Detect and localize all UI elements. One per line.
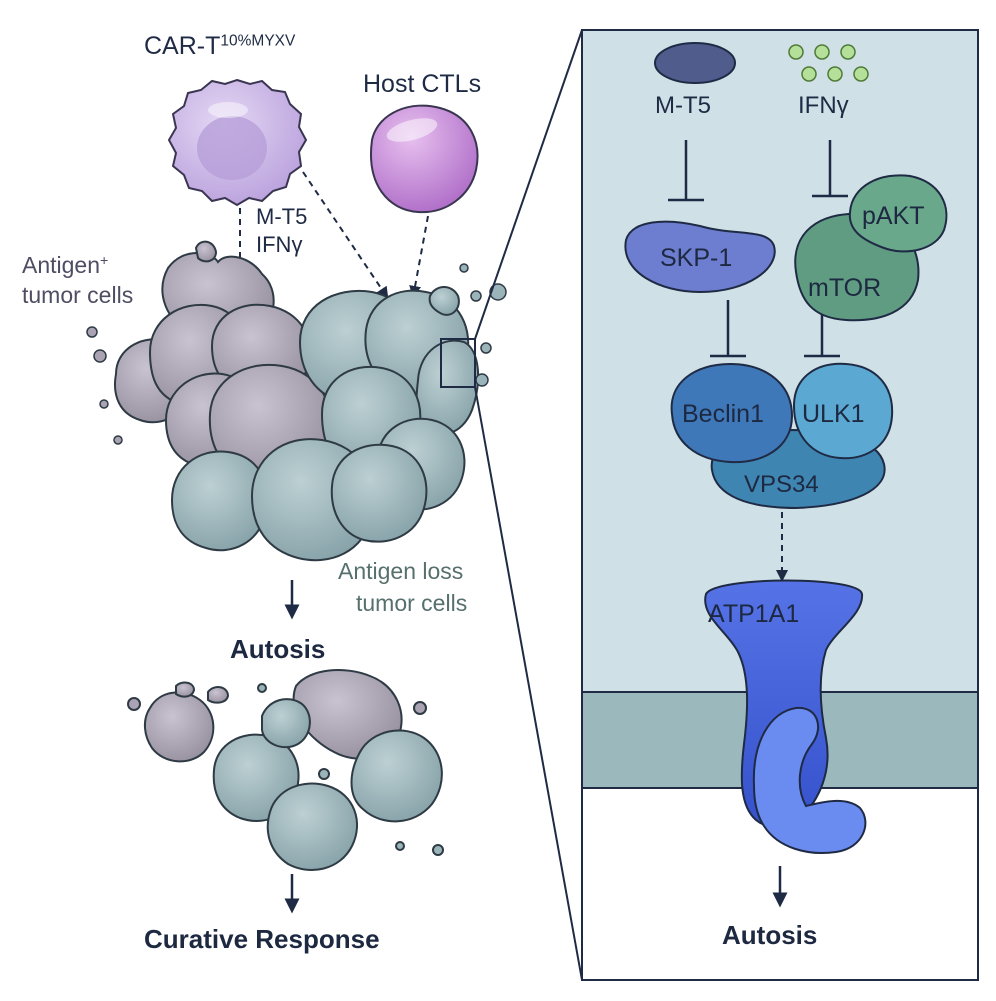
cart-superscript: 10%MYXV xyxy=(220,32,296,50)
ifng-molecules xyxy=(788,44,869,82)
autophagy-complex xyxy=(670,362,894,510)
mtor-pakt-complex xyxy=(794,174,948,322)
host-ctl-label: Host CTLs xyxy=(363,70,482,98)
secreted-mt5-label: M-T5 xyxy=(256,204,308,229)
secreted-ifng-label: IFNγ xyxy=(256,232,303,257)
mt5-protein xyxy=(654,42,736,84)
ulk1-label: ULK1 xyxy=(802,400,865,428)
beclin1-label: Beclin1 xyxy=(682,400,764,428)
tumor-cell-cluster xyxy=(114,240,480,562)
curative-response-label: Curative Response xyxy=(144,924,380,954)
mt5-label: M-T5 xyxy=(655,92,711,119)
skp1-protein xyxy=(624,220,776,294)
dying-cells xyxy=(127,669,444,871)
mtor-label: mTOR xyxy=(808,274,882,302)
antigen-loss-label-line2: tumor cells xyxy=(356,590,468,616)
vps34-label: VPS34 xyxy=(744,471,819,498)
antigen-loss-label: Antigen loss xyxy=(338,558,464,584)
antigen-positive-label: Antigen+ xyxy=(22,252,109,278)
pakt-label: pAKT xyxy=(862,202,925,230)
host-ctl-cell xyxy=(370,104,479,214)
zoom-indicator xyxy=(440,29,583,981)
atp1a1-protein xyxy=(704,579,867,854)
skp1-label: SKP-1 xyxy=(660,244,733,272)
antigen-positive-label-line2: tumor cells xyxy=(22,282,134,308)
inhibition-lines xyxy=(668,140,848,358)
atp1a1-label: ATP1A1 xyxy=(708,600,800,628)
cart-cell xyxy=(167,78,308,207)
cart-label: CAR-T10%MYXV xyxy=(144,32,296,60)
autosis-label-left: Autosis xyxy=(230,634,326,664)
cell-debris xyxy=(86,263,507,445)
ifng-label: IFNγ xyxy=(798,92,849,119)
autosis-label-right: Autosis xyxy=(722,920,818,950)
